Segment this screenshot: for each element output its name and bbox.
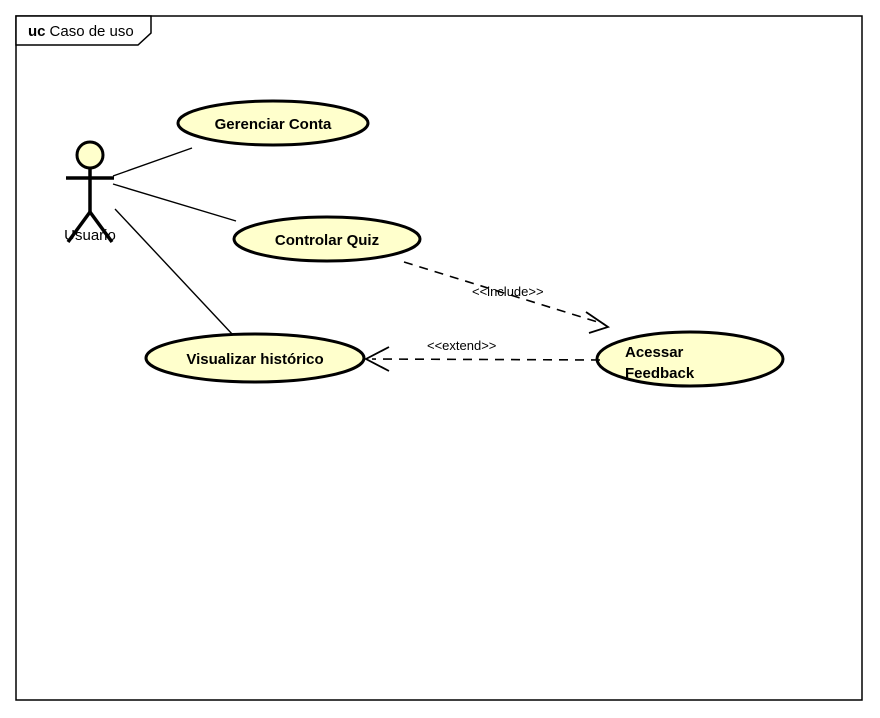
association-usuario-controlar-quiz[interactable]	[112, 183, 237, 222]
dependency-extend-arrowhead-icon	[364, 346, 390, 372]
dependency-include-label: <<include>>	[472, 284, 544, 299]
actor-leg-right-line	[88, 210, 114, 244]
use-case-label-acessar-feedback-line2: Feedback	[625, 365, 695, 382]
actor-head-icon	[75, 140, 105, 170]
use-case-label-visualizar-historico: Visualizar histórico	[186, 351, 323, 368]
use-case-acessar-feedback[interactable]: Acessar Feedback	[595, 330, 785, 388]
association-lines	[112, 147, 237, 336]
frame-border	[15, 15, 863, 701]
frame-title-tab	[15, 15, 152, 46]
use-case-ellipse-acessar-feedback	[595, 330, 785, 388]
use-case-ellipse-gerenciar-conta	[176, 99, 370, 147]
frame-title-name: Caso de uso	[50, 23, 134, 40]
association-usuario-visualizar-historico[interactable]	[114, 208, 234, 336]
association-usuario-gerenciar-conta[interactable]	[112, 147, 193, 177]
use-case-visualizar-historico[interactable]: Visualizar histórico	[144, 332, 366, 384]
actor-leg-left-line	[66, 210, 92, 244]
dependency-include-arrowhead-icon	[585, 311, 611, 334]
dependency-include-line	[403, 261, 605, 325]
use-case-label-controlar-quiz: Controlar Quiz	[275, 232, 379, 249]
actor-usuario[interactable]: Usuario	[64, 140, 116, 244]
dependency-extend-label: <<extend>>	[427, 338, 496, 353]
use-case-label-gerenciar-conta: Gerenciar Conta	[215, 116, 332, 133]
use-case-label-acessar-feedback-line1: Acessar	[625, 344, 684, 361]
dependency-include[interactable]: <<include>>	[403, 261, 611, 334]
dependency-extend-line	[371, 358, 601, 361]
use-case-ellipse-controlar-quiz	[232, 215, 422, 263]
dependency-extend[interactable]: <<extend>>	[364, 338, 601, 372]
actor-label-usuario: Usuario	[64, 227, 116, 244]
frame-title-kind: uc	[28, 23, 46, 40]
use-case-controlar-quiz[interactable]: Controlar Quiz	[232, 215, 422, 263]
use-case-ellipse-visualizar-historico	[144, 332, 366, 384]
use-case-gerenciar-conta[interactable]: Gerenciar Conta	[176, 99, 370, 147]
